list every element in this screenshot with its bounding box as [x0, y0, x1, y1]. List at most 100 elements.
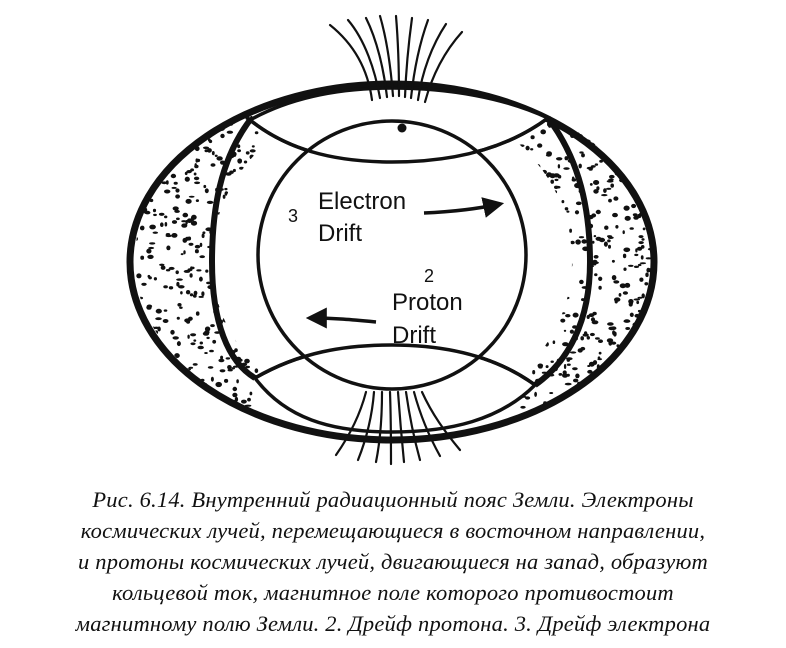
belt-particle [131, 218, 134, 223]
top-collar-front-arc [248, 116, 550, 164]
belt-particle [168, 381, 171, 385]
belt-particle [155, 317, 162, 321]
belt-particle [222, 416, 228, 420]
belt-particle [224, 187, 228, 191]
belt-particle [549, 218, 556, 223]
belt-particle [592, 240, 595, 244]
caption-line-1: Рис. 6.14. Внутренний радиационный пояс … [92, 487, 694, 512]
belt-particle [636, 165, 641, 169]
belt-particle [162, 319, 169, 323]
belt-particle [146, 248, 152, 254]
belt-particle [530, 209, 537, 212]
belt-particle [609, 116, 613, 122]
belt-particle [545, 153, 552, 157]
belt-particle [615, 423, 620, 426]
belt-particle [644, 406, 648, 409]
belt-particle [182, 212, 189, 218]
belt-particle [141, 420, 147, 426]
belt-particle [624, 380, 630, 385]
belt-particle [219, 369, 226, 373]
belt-particle [189, 293, 194, 297]
belt-particle [237, 149, 242, 153]
belt-particle [517, 341, 524, 347]
belt-particle [220, 133, 225, 139]
belt-particle [605, 426, 609, 430]
belt-particle [217, 249, 223, 255]
belt-particle [218, 406, 222, 410]
belt-particle [533, 237, 537, 240]
belt-particle [204, 330, 210, 334]
belt-particle [241, 263, 245, 266]
belt-particle [179, 306, 183, 309]
belt-particle [170, 173, 177, 179]
belt-particle [142, 178, 148, 182]
belt-particle [251, 145, 255, 148]
belt-particle [577, 409, 582, 414]
belt-particle [214, 91, 222, 95]
belt-particle [207, 366, 214, 369]
belt-particle [252, 282, 259, 287]
belt-particle [532, 429, 537, 434]
belt-particle [151, 345, 155, 350]
belt-particle [610, 183, 614, 188]
belt-particle [135, 140, 136, 145]
belt-particle [641, 172, 647, 175]
belt-particle [135, 420, 141, 426]
belt-particle [591, 213, 597, 218]
belt-particle [152, 231, 158, 234]
belt-particle [201, 291, 205, 297]
belt-particle [173, 392, 180, 397]
belt-particle [230, 293, 236, 298]
belt-particle [545, 226, 550, 231]
belt-particle [635, 362, 640, 368]
belt-particle [233, 300, 238, 303]
belt-particle [209, 105, 216, 109]
belt-particle [135, 349, 140, 352]
belt-particle [532, 370, 536, 375]
belt-particle [177, 303, 182, 307]
electron-drift-arrow [423, 197, 505, 218]
belt-particle [146, 145, 151, 149]
belt-particle [611, 133, 619, 137]
belt-particle [190, 342, 196, 346]
belt-particle [547, 93, 555, 98]
belt-particle [185, 198, 192, 204]
belt-particle [585, 98, 589, 102]
belt-particle [636, 107, 643, 113]
belt-particle [252, 202, 259, 206]
belt-particle [221, 307, 227, 313]
belt-particle [244, 358, 250, 364]
belt-particle [520, 405, 526, 409]
belt-particle [634, 346, 641, 351]
belt-particle [175, 188, 180, 193]
belt-particle [593, 410, 598, 413]
belt-particle [639, 410, 643, 414]
belt-particle [549, 417, 556, 422]
belt-particle [219, 282, 226, 287]
belt-particle [246, 206, 253, 210]
belt-particle [572, 312, 579, 318]
belt-particle [628, 416, 634, 419]
belt-particle [640, 403, 647, 406]
belt-particle [164, 120, 170, 126]
belt-particle [530, 135, 535, 140]
belt-particle [640, 153, 646, 159]
belt-particle [657, 379, 661, 383]
belt-particle [658, 195, 661, 199]
belt-particle [234, 329, 240, 333]
belt-particle [160, 265, 166, 270]
belt-particle [629, 227, 634, 230]
belt-particle [188, 242, 194, 246]
belt-particle [138, 421, 143, 425]
belt-particle [636, 115, 641, 121]
belt-particle [582, 99, 586, 104]
belt-particle [161, 150, 168, 153]
belt-particle [583, 432, 590, 437]
belt-particle [594, 408, 600, 412]
belt-particle [226, 270, 233, 274]
belt-particle [575, 201, 582, 206]
belt-particle [618, 293, 622, 297]
belt-particle [159, 263, 165, 266]
belt-particle [638, 235, 644, 239]
belt-particle [611, 92, 618, 97]
